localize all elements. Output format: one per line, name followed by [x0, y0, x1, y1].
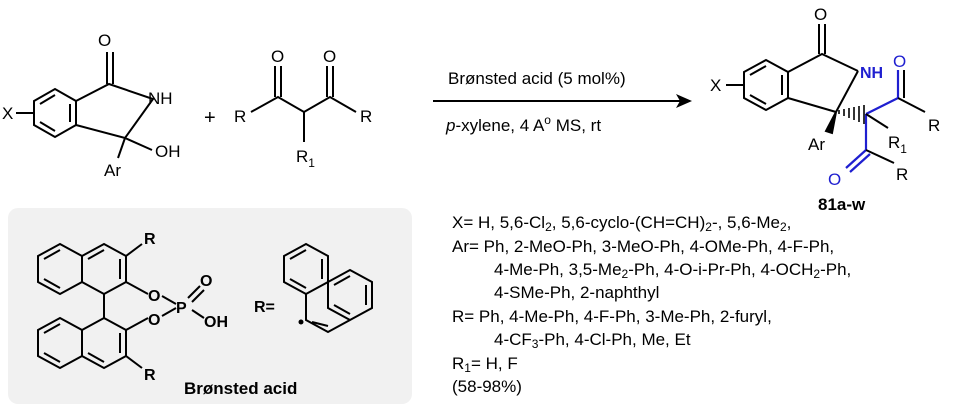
r2-r-right: R	[360, 107, 372, 126]
catalyst-o1: O	[148, 288, 160, 305]
conditions-below: p-xylene, 4 Ao MS, rt	[445, 113, 601, 135]
catalyst-box	[8, 208, 412, 404]
r1-o-label: O	[98, 31, 111, 50]
hashed-bond	[838, 105, 865, 124]
reactant-dicarbonyl	[250, 66, 357, 142]
product-dicarbonyl-blue	[845, 70, 900, 173]
catalyst-r-bottom: R	[144, 367, 156, 384]
catalyst-structure	[37, 242, 205, 370]
catalyst-o-double: O	[200, 273, 212, 290]
r2-o-left: O	[271, 47, 284, 66]
scope-r-line2: 4-CF3-Ph, 4-Cl-Ph, Me, Et	[494, 330, 691, 351]
r1-oh-label: OH	[155, 142, 181, 161]
r1-x-label: X	[2, 104, 13, 123]
scope-yield: (58-98%)	[452, 377, 522, 396]
catalyst-r-eq: R=	[254, 299, 275, 316]
scope-ar-line2: 4-Me-Ph, 3,5-Me2-Ph, 4-O-i-Pr-Ph, 4-OCH2…	[494, 260, 852, 281]
product-x: X	[710, 76, 721, 95]
product-ar: Ar	[808, 135, 825, 154]
product-structure	[726, 24, 859, 135]
scope-ar-line1: Ar= Ph, 2-MeO-Ph, 3-MeO-Ph, 4-OMe-Ph, 4-…	[452, 237, 835, 256]
scope-r-line1: R= Ph, 4-Me-Ph, 4-F-Ph, 3-Me-Ph, 2-furyl…	[452, 307, 772, 326]
product-o-top: O	[814, 5, 827, 24]
attachment-point-dot	[298, 319, 304, 325]
catalyst-r-top: R	[144, 231, 156, 248]
scope-ar-line3: 4-SMe-Ph, 2-naphthyl	[494, 283, 660, 302]
scope-x-line: X= H, 5,6-Cl2, 5,6-cyclo-(CH=CH)2-, 5,6-…	[452, 213, 792, 234]
r2-r-left: R	[234, 107, 246, 126]
catalyst-label: Brønsted acid	[184, 379, 297, 398]
r1-ar-label: Ar	[104, 161, 121, 180]
scope-r1-line: R1= H, F	[452, 354, 518, 375]
reactant-hydroxylactam	[16, 52, 155, 159]
product-o-blue-bottom: O	[828, 170, 841, 189]
product-nh: NH	[860, 65, 883, 82]
r2-r1-label: R1	[296, 147, 315, 170]
phenanthryl-structure	[283, 242, 373, 334]
product-substituents	[865, 70, 926, 164]
product-r-top: R	[928, 116, 940, 135]
arrow-head	[676, 94, 692, 108]
product-o-blue-top: O	[893, 52, 906, 71]
product-compound-label: 81a-w	[818, 195, 866, 214]
product-r-bottom: R	[896, 165, 908, 184]
r2-o-right: O	[323, 47, 336, 66]
r1-nh-label: NH	[148, 89, 173, 108]
catalyst-o2: O	[148, 312, 160, 329]
catalyst-p: P	[176, 300, 187, 317]
catalyst-oh: OH	[204, 314, 228, 331]
conditions-above: Brønsted acid (5 mol%)	[448, 69, 626, 88]
product-r1: R1	[888, 133, 907, 156]
plus-sign: +	[204, 107, 216, 129]
